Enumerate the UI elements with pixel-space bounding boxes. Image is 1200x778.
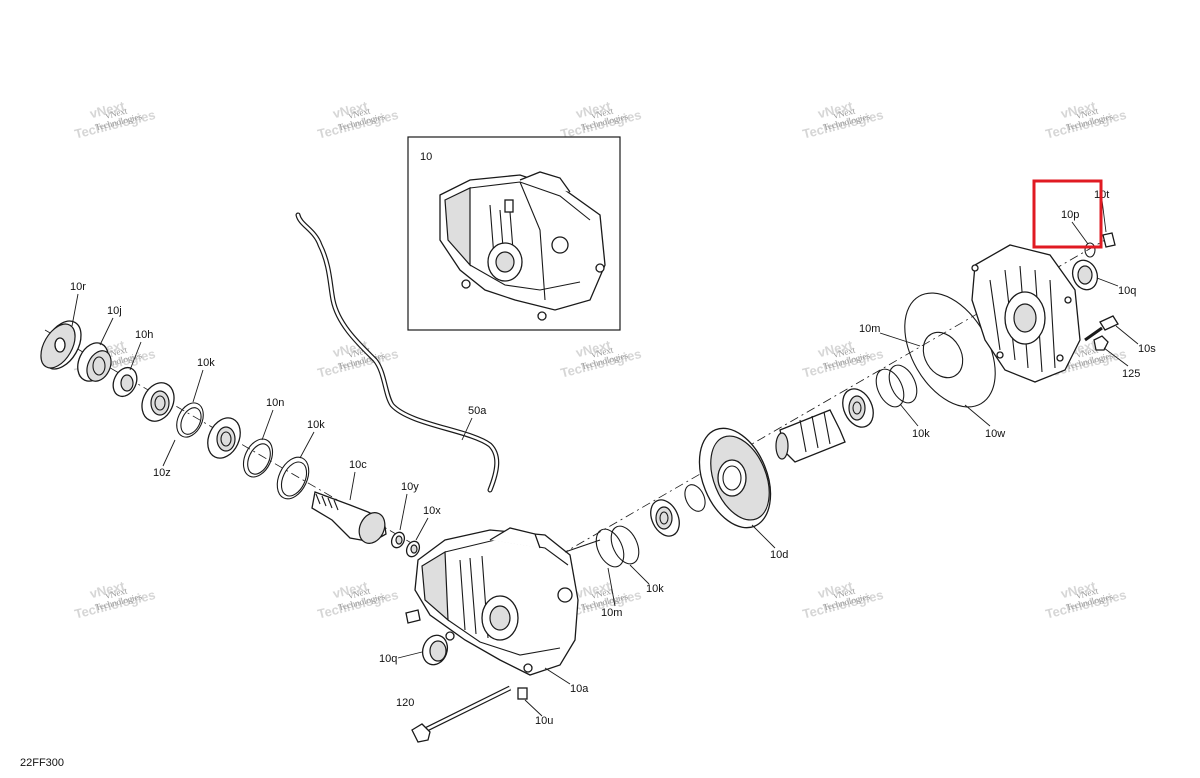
part-10m-shim	[684, 484, 706, 512]
callout-125: 125	[1122, 368, 1140, 380]
part-10k-rings-d	[875, 364, 918, 408]
part-50a-vent-hose	[295, 212, 500, 493]
callout-10n: 10n	[266, 397, 284, 409]
part-10k-ring-a	[176, 402, 204, 438]
callout-10k-b: 10k	[307, 419, 325, 431]
part-10t-plug	[1102, 232, 1116, 248]
callout-10h: 10h	[135, 329, 153, 341]
part-10j-seal	[77, 342, 112, 382]
callout-10z: 10z	[153, 467, 171, 479]
part-10x-spacer	[405, 540, 421, 558]
callout-10k-d: 10k	[912, 428, 930, 440]
inset-housing-drawing	[439, 171, 606, 321]
highlight-box-10p	[1032, 179, 1103, 249]
part-bearing-right-a	[650, 499, 680, 537]
part-125-nut	[1093, 335, 1109, 351]
callout-10d: 10d	[770, 549, 788, 561]
callout-10k-a: 10k	[197, 357, 215, 369]
callout-50a: 50a	[468, 405, 487, 417]
part-10k-ring-b	[276, 456, 310, 500]
part-10a-front-housing	[414, 527, 601, 676]
part-10z-bearing	[141, 382, 175, 422]
diagram-reference-code: 22FF300	[20, 757, 64, 769]
part-10p-o-ring	[1084, 242, 1096, 258]
part-10n-ring	[242, 438, 274, 478]
callout-10w: 10w	[985, 428, 1005, 440]
part-10q-seal-left	[421, 634, 449, 666]
callout-10s: 10s	[1138, 343, 1156, 355]
inset-label: 10	[420, 151, 432, 163]
part-bearing-left	[207, 417, 241, 459]
callout-labels: 10r 10j 10h 10k 10z 10n 10k 10c 10y 10x …	[70, 189, 1156, 727]
callout-120: 120	[396, 697, 414, 709]
part-10y-bushing	[390, 531, 406, 549]
callout-10r: 10r	[70, 281, 86, 293]
part-10d-ring-gear	[698, 427, 772, 529]
callout-10c: 10c	[349, 459, 367, 471]
part-10c-pinion-gear	[311, 491, 387, 544]
callout-10y: 10y	[401, 481, 419, 493]
assembled-view-inset: 10	[407, 136, 621, 331]
callout-10a: 10a	[570, 683, 589, 695]
callout-10x: 10x	[423, 505, 441, 517]
part-10k-rings-c	[595, 525, 640, 568]
callout-10m-b: 10m	[859, 323, 880, 335]
part-plug-screw	[405, 609, 421, 624]
callout-10u: 10u	[535, 715, 553, 727]
part-10s-bolt	[1084, 315, 1119, 342]
callout-10j: 10j	[107, 305, 122, 317]
leader-lines	[71, 199, 1139, 717]
callout-10p: 10p	[1061, 209, 1079, 221]
part-10r-flange	[40, 320, 82, 370]
part-10q-seal-right	[1071, 259, 1099, 291]
callout-10q-b: 10q	[1118, 285, 1136, 297]
callout-10m-a: 10m	[601, 607, 622, 619]
part-bearing-right-b	[842, 388, 874, 428]
part-120-long-bolt	[411, 685, 512, 743]
part-10u-plug	[517, 687, 528, 700]
callout-10q-a: 10q	[379, 653, 397, 665]
part-10h-bushing	[112, 366, 138, 398]
part-output-shaft	[775, 409, 846, 463]
callout-10k-c: 10k	[646, 583, 664, 595]
part-rear-cover	[971, 244, 1081, 383]
